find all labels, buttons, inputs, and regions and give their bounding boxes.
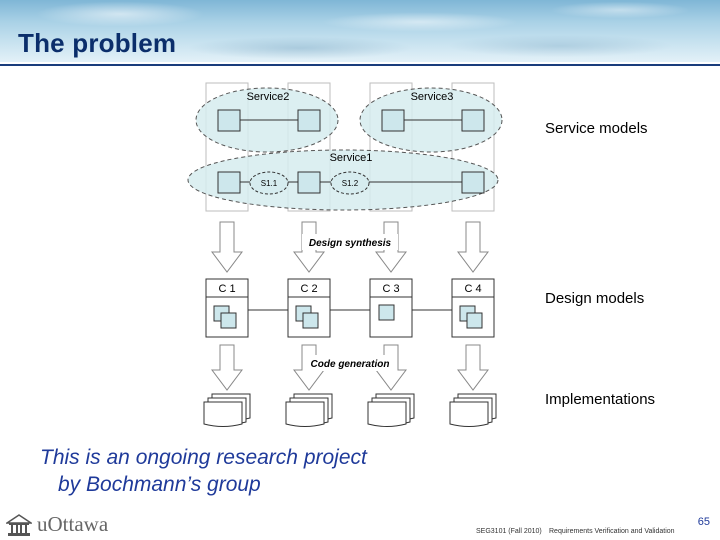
implementations-label: Implementations [545, 391, 656, 408]
c3-inner [378, 304, 395, 321]
footer-course: SEG3101 (Fall 2010) [476, 528, 542, 535]
code-generation-label: Code generation [311, 359, 390, 370]
implementation-1 [203, 393, 251, 427]
research-note-line-2: by Bochmann’s group [58, 473, 261, 496]
component-internals [213, 304, 483, 329]
synthesis-arrow-4 [457, 221, 489, 273]
component-c3-label: C 3 [382, 283, 399, 295]
implementation-3 [367, 393, 415, 427]
component-c2-label: C 2 [300, 283, 317, 295]
building-icon [6, 513, 32, 536]
footer-subject: Requirements Verification and Validation [549, 528, 675, 535]
implementation-4 [449, 393, 497, 427]
component-c4-label: C 4 [464, 283, 481, 295]
s12-ellipse [330, 171, 370, 195]
service2-label: Service2 [247, 91, 290, 103]
logo-text: uOttawa [37, 512, 109, 536]
service1-label: Service1 [330, 152, 373, 164]
research-note-line-1: This is an ongoing research project [40, 446, 367, 469]
s11-ellipse [249, 171, 289, 195]
service-models-label: Service models [545, 120, 648, 137]
c4-inner-b [466, 312, 483, 329]
synthesis-arrow-1 [211, 221, 243, 273]
codegen-arrow-1 [211, 344, 243, 391]
university-logo: uOttawa [6, 512, 108, 537]
s3-box-left [381, 109, 405, 132]
design-models-label: Design models [545, 290, 645, 307]
page-number: 65 [697, 516, 710, 528]
s1-box-2 [297, 171, 321, 194]
research-note: This is an ongoing research project by B… [40, 444, 460, 498]
component-boxes [205, 278, 495, 338]
s1-box-3 [461, 171, 485, 194]
component-c1-label: C 1 [218, 283, 235, 295]
c2-inner-b [302, 312, 319, 329]
s2-box-right [297, 109, 321, 132]
c1-inner-b [220, 312, 237, 329]
s1-box-1 [217, 171, 241, 194]
s2-box-left [217, 109, 241, 132]
slide-title: The problem [18, 28, 177, 58]
design-synthesis-label: Design synthesis [309, 238, 392, 249]
codegen-arrow-4 [457, 344, 489, 391]
code-generation-bg [304, 355, 396, 371]
s3-box-right [461, 109, 485, 132]
implementation-2 [285, 393, 333, 427]
design-synthesis-bg [302, 234, 398, 250]
title-rule [0, 64, 720, 66]
header-banner [0, 0, 720, 62]
s11-label: S1.1 [261, 179, 278, 188]
service3-label: Service3 [411, 91, 454, 103]
s12-label: S1.2 [342, 179, 359, 188]
implementation-stacks [203, 393, 497, 427]
